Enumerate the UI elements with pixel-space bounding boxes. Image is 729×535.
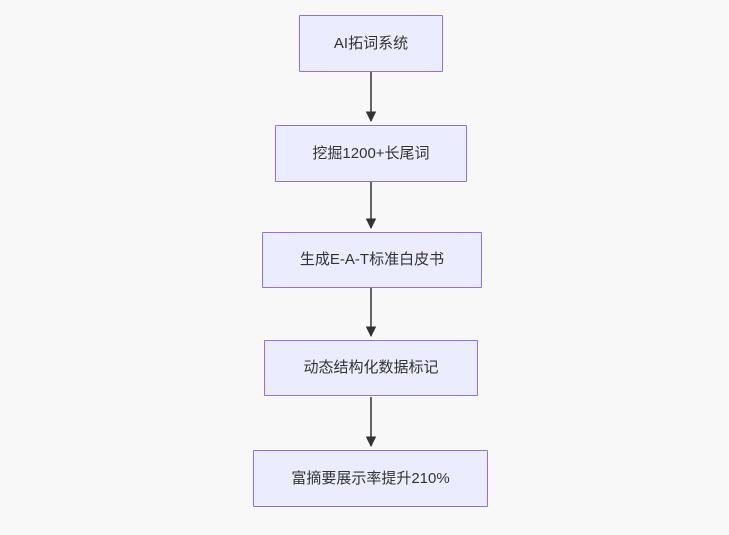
- flow-node-longtail-keywords: 挖掘1200+长尾词: [275, 125, 467, 182]
- flow-node-label: 富摘要展示率提升210%: [291, 469, 450, 487]
- flow-node-rich-snippet-rate: 富摘要展示率提升210%: [253, 450, 488, 507]
- flow-node-structured-data: 动态结构化数据标记: [264, 340, 478, 396]
- flow-node-ai-system: AI拓词系统: [299, 15, 443, 72]
- flow-node-label: 生成E-A-T标准白皮书: [299, 251, 445, 268]
- flow-node-label: 动态结构化数据标记: [303, 359, 439, 376]
- flow-node-eat-whitepaper: 生成E-A-T标准白皮书: [262, 232, 482, 288]
- flow-node-label: AI拓词系统: [333, 34, 409, 52]
- flow-node-label: 挖掘1200+长尾词: [312, 144, 430, 162]
